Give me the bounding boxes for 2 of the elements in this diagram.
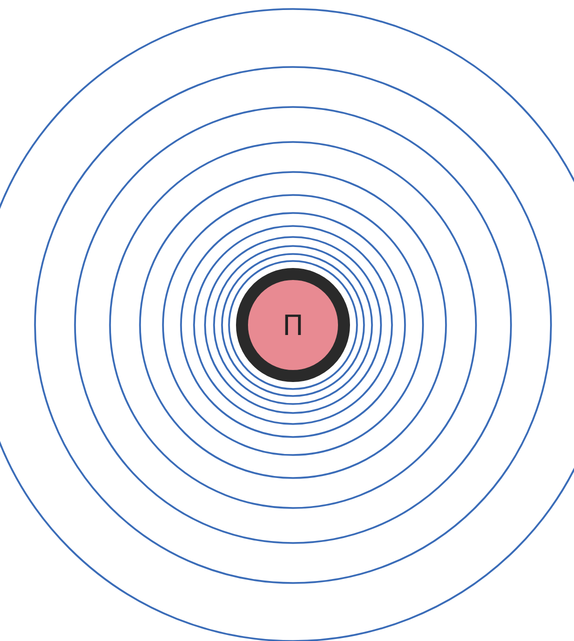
source-circle: [236, 268, 350, 382]
source-label: П: [282, 308, 304, 342]
